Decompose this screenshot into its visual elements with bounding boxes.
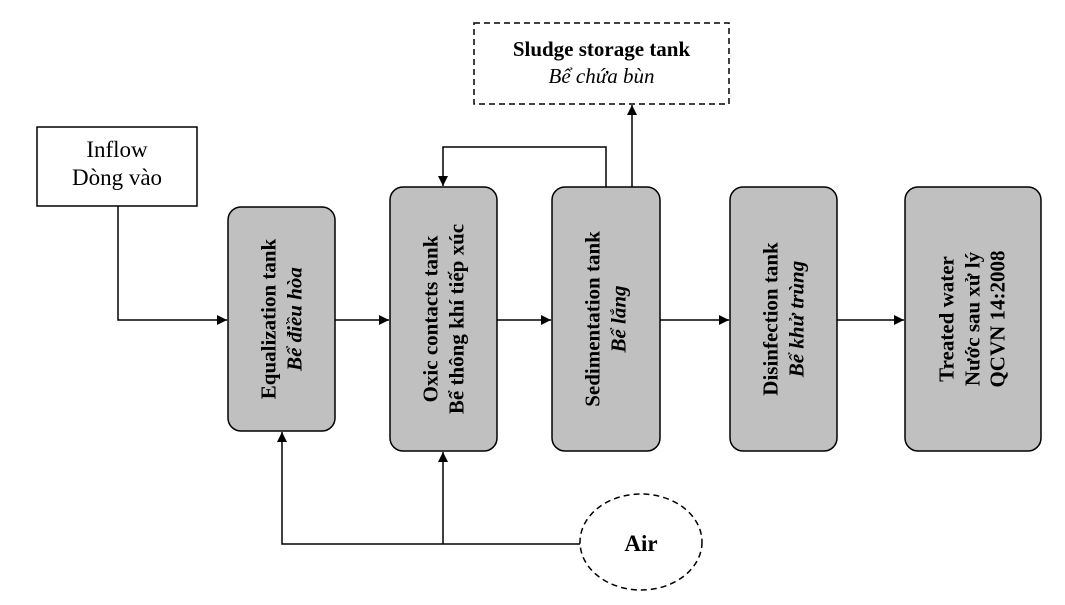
- sedimentation-tank-label-vi: Bể lắng: [606, 285, 630, 353]
- treated-water-label-standard: QCVN 14:2008: [985, 250, 1010, 388]
- oxic-contacts-tank-box: [389, 186, 498, 452]
- sedimentation-tank-label-en: Sedimentation tank: [580, 231, 605, 407]
- air-to-equalization-arrow: [277, 432, 580, 545]
- disinfection-tank-label: Disinfection tank Bể khử trùng: [758, 242, 809, 395]
- inflow-box: [36, 126, 198, 207]
- inflow-to-equalization-arrow: [117, 206, 227, 325]
- disinfection-tank-label-vi: Bể khử trùng: [784, 260, 808, 378]
- inflow-label: Inflow Dòng vào: [37, 136, 197, 191]
- air-ellipse: [579, 493, 703, 591]
- equalization-tank-box: [227, 206, 336, 432]
- sludge-storage-label-en: Sludge storage tank: [512, 37, 691, 61]
- equalization-tank-label: Equalization tank Bể điều hòa: [256, 239, 307, 399]
- oxic-contacts-tank-label-vi: Bể thông khí tiếp xúc: [444, 223, 468, 415]
- equalization-tank-label-en: Equalization tank: [256, 238, 281, 400]
- disinfection-tank-box: [729, 186, 838, 452]
- inflow-label-en: Inflow: [86, 137, 148, 162]
- sludge-storage-label-vi: Bể chứa bùn: [548, 64, 655, 89]
- equalization-tank-label-vi: Bể điều hòa: [282, 267, 306, 371]
- disinfection-tank-label-en: Disinfection tank: [758, 242, 783, 396]
- sludge-recycle-arrow: [438, 146, 607, 187]
- sludge-storage-label: Sludge storage tank Bể chứa bùn: [474, 36, 729, 91]
- air-label: Air: [624, 531, 658, 556]
- inflow-label-vi: Dòng vào: [71, 164, 163, 190]
- treated-water-label-vi: Nước sau xử lý: [960, 251, 985, 387]
- oxic-contacts-tank-label: Oxic contacts tank Bể thông khí tiếp xúc: [418, 224, 469, 414]
- sludge-storage-box: [473, 22, 730, 105]
- treated-water-label-en: Treated water: [934, 256, 959, 382]
- treated-water-label: Treated water Nước sau xử lý QCVN 14:200…: [935, 250, 1012, 387]
- sedimentation-tank-label: Sedimentation tank Bể lắng: [580, 231, 631, 407]
- oxic-contacts-tank-label-en: Oxic contacts tank: [418, 235, 443, 403]
- treated-water-box: [904, 186, 1042, 452]
